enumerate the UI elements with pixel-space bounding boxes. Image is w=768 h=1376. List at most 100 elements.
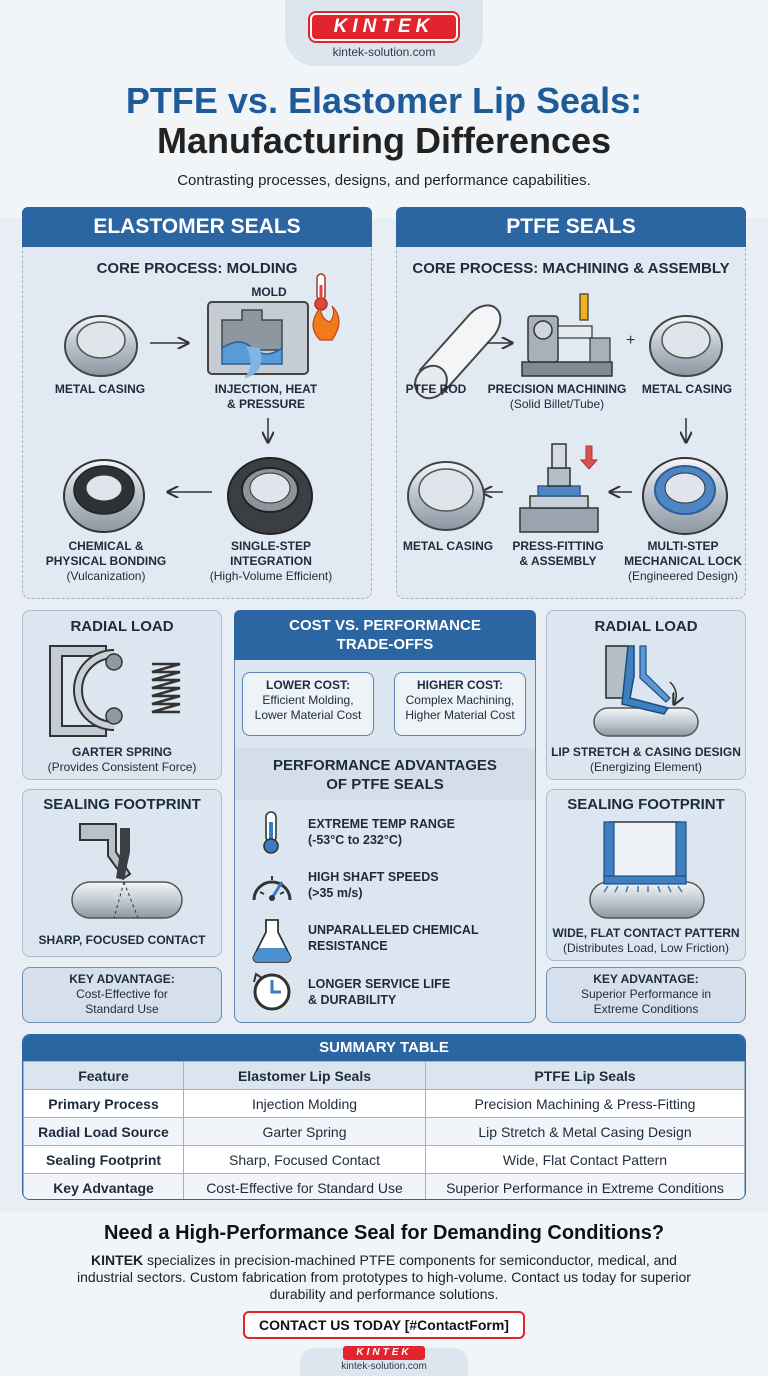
- ptfe-rod-icon: [414, 304, 502, 400]
- metal-casing-ring-icon: [649, 315, 723, 377]
- ptfe-banner: PTFE SEALS: [396, 207, 746, 247]
- step-casing-top: METAL CASING: [641, 382, 733, 396]
- lower-cost-line1: Efficient Molding,: [262, 693, 354, 707]
- ptfe-adv-line2: Extreme Conditions: [593, 1002, 699, 1016]
- footer-kintek-logo[interactable]: KINTEK: [343, 1346, 425, 1360]
- table-header-cell: PTFE Lip Seals: [425, 1061, 745, 1090]
- table-cell: Cost-Effective for Standard Use: [183, 1173, 426, 1199]
- cta-title: Need a High-Performance Seal for Demandi…: [103, 1222, 665, 1244]
- perf-item-life: LONGER SERVICE LIFE & DURABILITY: [308, 976, 450, 1008]
- thermometer-icon: [263, 811, 279, 854]
- garter-spring-label: GARTER SPRING(Provides Consistent Force): [22, 745, 222, 775]
- table-cell: Sharp, Focused Contact: [183, 1145, 426, 1174]
- table-cell: Superior Performance in Extreme Conditio…: [425, 1173, 745, 1199]
- step-integration-sub: (High-Volume Efficient): [209, 569, 333, 583]
- step-casing-bottom: METAL CASING: [402, 539, 494, 553]
- step-lock-sub: (Engineered Design): [627, 569, 739, 583]
- elastomer-adv-line2: Standard Use: [85, 1002, 159, 1016]
- lip-stretch-icon: [593, 645, 699, 737]
- step-bonding-sub: (Vulcanization): [66, 569, 146, 583]
- cta-brand: KINTEK: [91, 1252, 144, 1268]
- step-machining: PRECISION MACHINING(Solid Billet/Tube): [482, 382, 632, 412]
- step-bonding: CHEMICAL &PHYSICAL BONDING(Vulcanization…: [38, 539, 174, 584]
- lip-stretch-sub: (Energizing Element): [589, 760, 703, 774]
- table-row: Radial Load Source Garter Spring Lip Str…: [23, 1117, 745, 1146]
- perf-title-band: [235, 748, 535, 800]
- perf-speed-line2: (>35 m/s): [308, 886, 363, 900]
- clock-icon: [253, 972, 291, 1011]
- perf-item-chemical: UNPARALLELED CHEMICAL RESISTANCE: [308, 922, 479, 954]
- table-header-cell: Feature: [23, 1061, 184, 1090]
- bonded-seal-icon: [63, 459, 145, 533]
- summary-table-grid: Feature Elastomer Lip Seals PTFE Lip Sea…: [23, 1061, 745, 1199]
- kintek-logo[interactable]: KINTEK: [308, 11, 460, 43]
- lip-stretch-label: LIP STRETCH & CASING DESIGN(Energizing E…: [546, 745, 746, 775]
- summary-table-title: SUMMARY TABLE: [23, 1035, 745, 1061]
- step-press-line1: PRESS-FITTING: [512, 539, 604, 553]
- wide-contact-label: WIDE, FLAT CONTACT PATTERN(Distributes L…: [546, 926, 746, 956]
- ptfe-adv-title: KEY ADVANTAGE:: [593, 972, 699, 986]
- step-press-line2: & ASSEMBLY: [519, 554, 597, 568]
- integrated-seal-icon: [227, 457, 313, 535]
- higher-cost-box: HIGHER COST:Complex Machining,Higher Mat…: [394, 672, 526, 736]
- ptfe-footprint-title: SEALING FOOTPRINT: [567, 796, 725, 813]
- plus-sign: +: [626, 332, 635, 349]
- flask-icon: [252, 919, 292, 963]
- table-cell: Garter Spring: [183, 1117, 426, 1146]
- perf-life-line1: LONGER SERVICE LIFE: [308, 977, 451, 991]
- perf-chemical-line1: UNPARALLELED CHEMICAL: [308, 923, 479, 937]
- perf-title-line1: PERFORMANCE ADVANTAGES: [273, 757, 497, 774]
- cta-body-text: specializes in precision-machined PTFE c…: [77, 1252, 691, 1302]
- perf-icons: [252, 811, 292, 1011]
- table-cell: Radial Load Source: [23, 1117, 184, 1146]
- table-row: Primary Process Injection Molding Precis…: [23, 1089, 745, 1118]
- table-row: Key Advantage Cost-Effective for Standar…: [23, 1173, 745, 1199]
- wide-contact-text: WIDE, FLAT CONTACT PATTERN: [552, 926, 740, 940]
- table-cell: Key Advantage: [23, 1173, 184, 1199]
- thermometer-icon: [314, 273, 328, 311]
- flame-icon: [312, 305, 340, 341]
- step-lock-line2: MECHANICAL LOCK: [624, 554, 742, 568]
- locked-seal-icon: [642, 457, 728, 535]
- elastomer-adv-title: KEY ADVANTAGE:: [69, 972, 175, 986]
- perf-life-line2: & DURABILITY: [308, 993, 397, 1007]
- lower-cost-line2: Lower Material Cost: [254, 708, 362, 722]
- garter-spring-sub: (Provides Consistent Force): [47, 760, 197, 774]
- summary-table: SUMMARY TABLE Feature Elastomer Lip Seal…: [22, 1034, 746, 1200]
- site-url[interactable]: kintek-solution.com: [332, 45, 436, 59]
- sharp-contact-label: SHARP, FOCUSED CONTACT: [38, 933, 206, 947]
- table-cell: Primary Process: [23, 1089, 184, 1118]
- table-cell: Lip Stretch & Metal Casing Design: [425, 1117, 745, 1146]
- perf-chemical-line2: RESISTANCE: [308, 939, 388, 953]
- elastomer-adv-line1: Cost-Effective for: [76, 987, 168, 1001]
- step-bonding-line2: PHYSICAL BONDING: [45, 554, 167, 568]
- lower-cost-title: LOWER COST:: [266, 678, 350, 692]
- perf-temp-line2: (-53°C to 232°C): [308, 833, 403, 847]
- ptfe-adv-line1: Superior Performance in: [580, 987, 712, 1001]
- ptfe-radial-panel: [546, 610, 746, 780]
- sharp-contact-icon: [71, 823, 183, 919]
- footer-site-url[interactable]: kintek-solution.com: [341, 1361, 427, 1372]
- contact-button[interactable]: CONTACT US TODAY [#ContactForm]: [243, 1311, 525, 1339]
- higher-cost-title: HIGHER COST:: [416, 678, 503, 692]
- step-bonding-line1: CHEMICAL &: [68, 539, 144, 553]
- table-row: Sealing Footprint Sharp, Focused Contact…: [23, 1145, 745, 1174]
- step-injection-line1: INJECTION, HEAT: [214, 382, 318, 396]
- table-cell: Sealing Footprint: [23, 1145, 184, 1174]
- step-ptfe-rod: PTFE ROD: [405, 382, 467, 396]
- page-title-line2: Manufacturing Differences: [156, 120, 612, 161]
- mold-label: MOLD: [251, 285, 287, 299]
- perf-temp-line1: EXTREME TEMP RANGE: [308, 817, 456, 831]
- garter-spring-text: GARTER SPRING: [71, 745, 172, 759]
- ptfe-process-title: CORE PROCESS: MACHINING & ASSEMBLY: [412, 260, 730, 277]
- wide-contact-sub: (Distributes Load, Low Friction): [562, 941, 730, 955]
- table-cell: Precision Machining & Press-Fitting: [425, 1089, 745, 1118]
- elastomer-process-title: CORE PROCESS: MOLDING: [96, 260, 298, 277]
